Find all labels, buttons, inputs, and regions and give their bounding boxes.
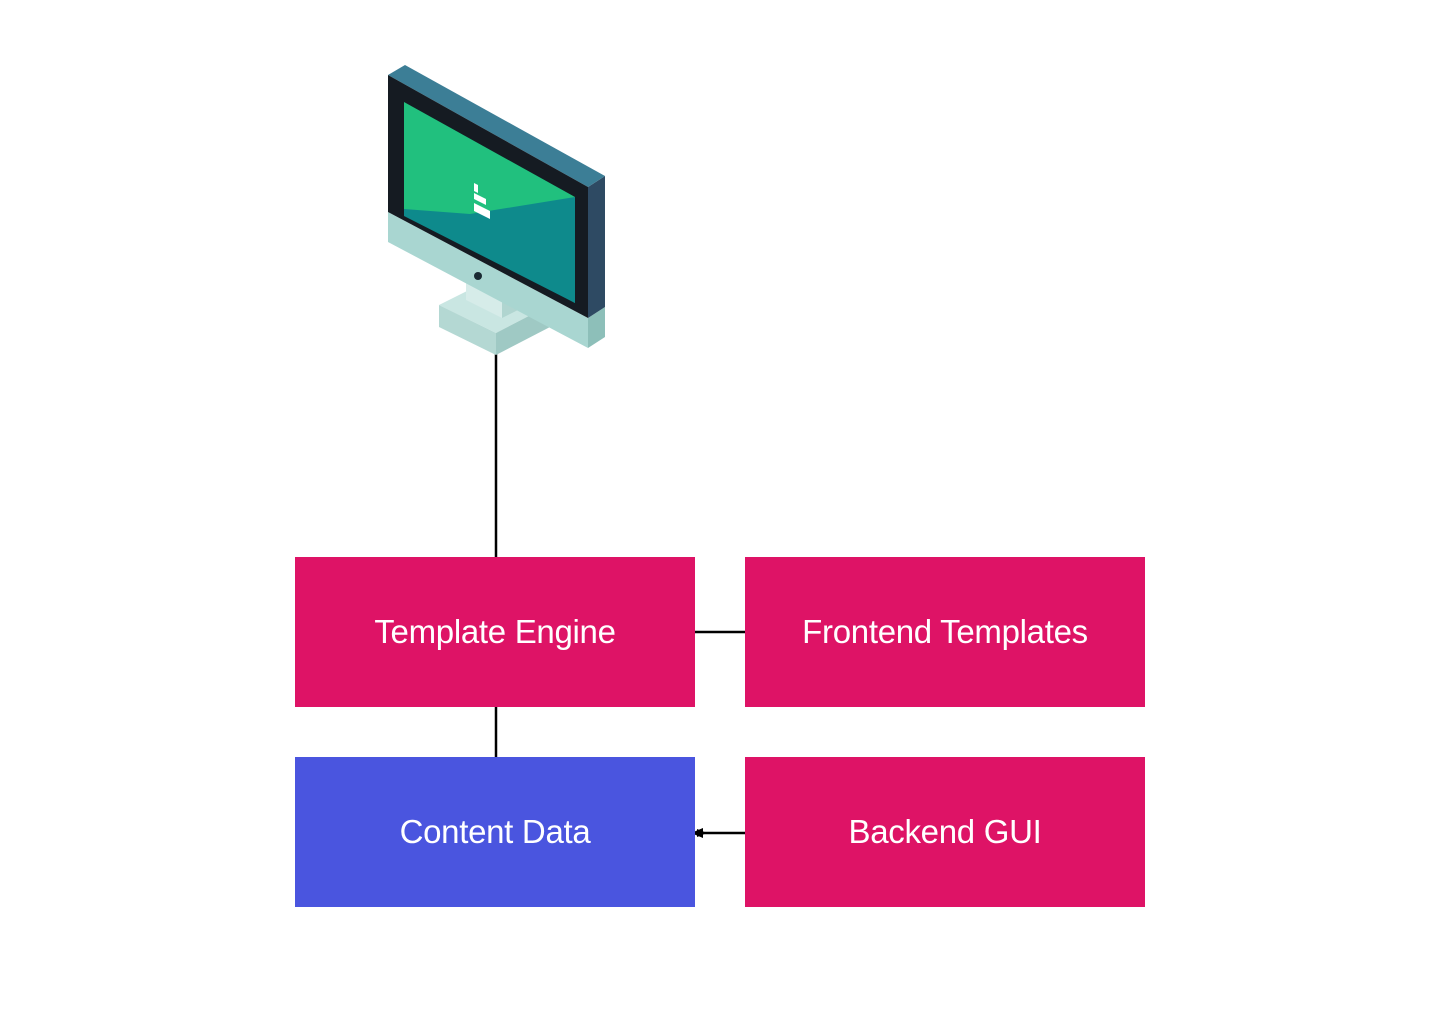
frontend-templates-box: Frontend Templates [745,557,1145,707]
backend-gui-box: Backend GUI [745,757,1145,907]
content-data-box: Content Data [295,757,695,907]
content-data-label: Content Data [399,813,591,850]
frontend-templates-label: Frontend Templates [802,613,1088,650]
template-engine-box: Template Engine [295,557,695,707]
screen-logo-icon [474,183,490,219]
arrowhead-icon [691,828,703,838]
backend-gui-label: Backend GUI [848,813,1042,850]
template-engine-label: Template Engine [374,613,616,650]
